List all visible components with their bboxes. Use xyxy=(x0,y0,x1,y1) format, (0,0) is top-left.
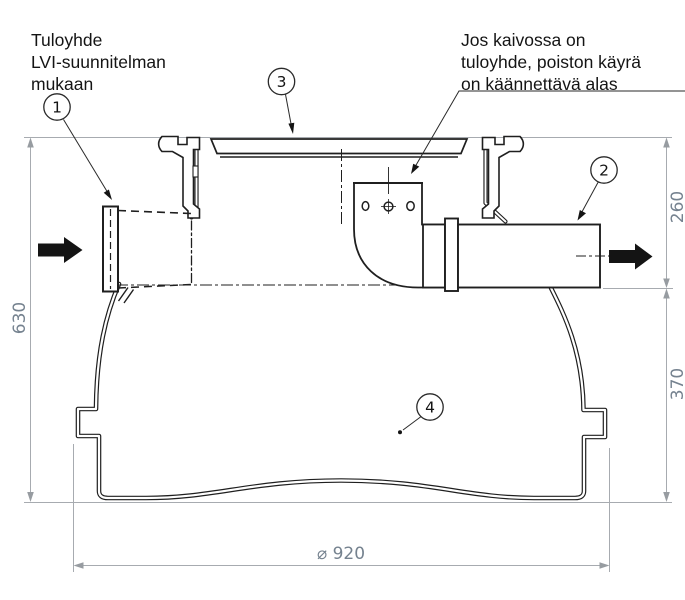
callout-circle-3 xyxy=(267,67,296,96)
inlet-note-line: Tuloyhde xyxy=(31,30,103,50)
leader-outlet-note xyxy=(413,90,685,170)
outlet-spigot xyxy=(422,223,446,289)
dimension-630: 630 xyxy=(10,137,34,502)
outlet-socket-ring xyxy=(444,217,459,292)
outlet-note-line: on käännettävä alas xyxy=(461,74,618,94)
bolt-hole xyxy=(406,200,415,212)
tank-shell-outer xyxy=(75,281,608,501)
neck-wall-right xyxy=(484,149,507,223)
frame-hook-right xyxy=(481,135,525,219)
bolt-hole xyxy=(361,200,370,212)
lid-assembly xyxy=(157,135,525,219)
outlet-note-line: Jos kaivossa on xyxy=(461,30,586,50)
leader-callout-2 xyxy=(579,181,599,216)
outlet-note: Jos kaivossa on tuloyhde, poiston käyrä … xyxy=(461,29,641,95)
callout-2-number: 2 xyxy=(599,162,609,180)
callout-1-number: 1 xyxy=(52,99,62,117)
inlet-pipe-top-hidden xyxy=(117,209,192,215)
inlet-pipe xyxy=(102,205,192,304)
leader-arrowhead xyxy=(577,210,586,221)
callout-circle-4 xyxy=(416,393,444,421)
dim-arrow xyxy=(663,288,670,299)
dim-260-label: 260 xyxy=(668,191,685,223)
leader-arrowhead xyxy=(103,189,112,200)
leader-arrowhead xyxy=(288,122,295,134)
outflow-arrow-icon xyxy=(609,243,653,270)
leader-lines xyxy=(63,90,685,435)
tank-shell-inner xyxy=(76,282,607,500)
inlet-note-line: mukaan xyxy=(31,74,94,94)
leader-callout-4 xyxy=(402,415,423,431)
lid-plate xyxy=(209,138,469,155)
outlet-assembly xyxy=(353,167,613,292)
callout-3-number: 3 xyxy=(277,73,287,91)
reference-lines xyxy=(24,137,673,572)
dimension-370: 370 xyxy=(663,288,685,502)
inlet-note: Tuloyhde LVI-suunnitelman mukaan xyxy=(31,29,166,95)
frame-hook-left xyxy=(157,135,201,219)
leader-arrowhead xyxy=(411,163,420,174)
callout-balloons xyxy=(43,67,618,421)
dim-370-label: 370 xyxy=(668,368,685,400)
frame-latch-detail xyxy=(192,165,199,178)
dim-arrow xyxy=(663,137,670,148)
inlet-note-line: LVI-suunnitelman xyxy=(31,52,166,72)
callout-circle-1 xyxy=(43,93,71,121)
dim-arrow xyxy=(663,492,670,502)
dim-630-label: 630 xyxy=(10,302,30,334)
dim-diameter-label: ⌀ 920 xyxy=(317,544,365,564)
break-mark xyxy=(117,287,129,302)
dimension-260: 260 xyxy=(663,137,685,288)
leader-dot xyxy=(398,430,402,435)
dim-arrow xyxy=(27,492,34,502)
callout-circle-2 xyxy=(590,156,618,184)
outlet-elbow-outer xyxy=(353,183,448,289)
callout-numbers: 1 3 2 4 xyxy=(52,73,609,417)
dim-arrow xyxy=(599,562,610,569)
dim-arrow xyxy=(27,137,34,148)
break-mark xyxy=(123,289,135,304)
leader-callout-1 xyxy=(63,119,110,196)
dimension-diameter: ⌀ 920 xyxy=(73,544,610,569)
callout-4-number: 4 xyxy=(425,399,435,417)
outlet-note-line: tuloyhde, poiston käyrä xyxy=(461,52,641,72)
dim-arrow xyxy=(663,278,670,288)
inflow-arrow-icon xyxy=(38,237,83,263)
dim-arrow xyxy=(73,562,84,569)
